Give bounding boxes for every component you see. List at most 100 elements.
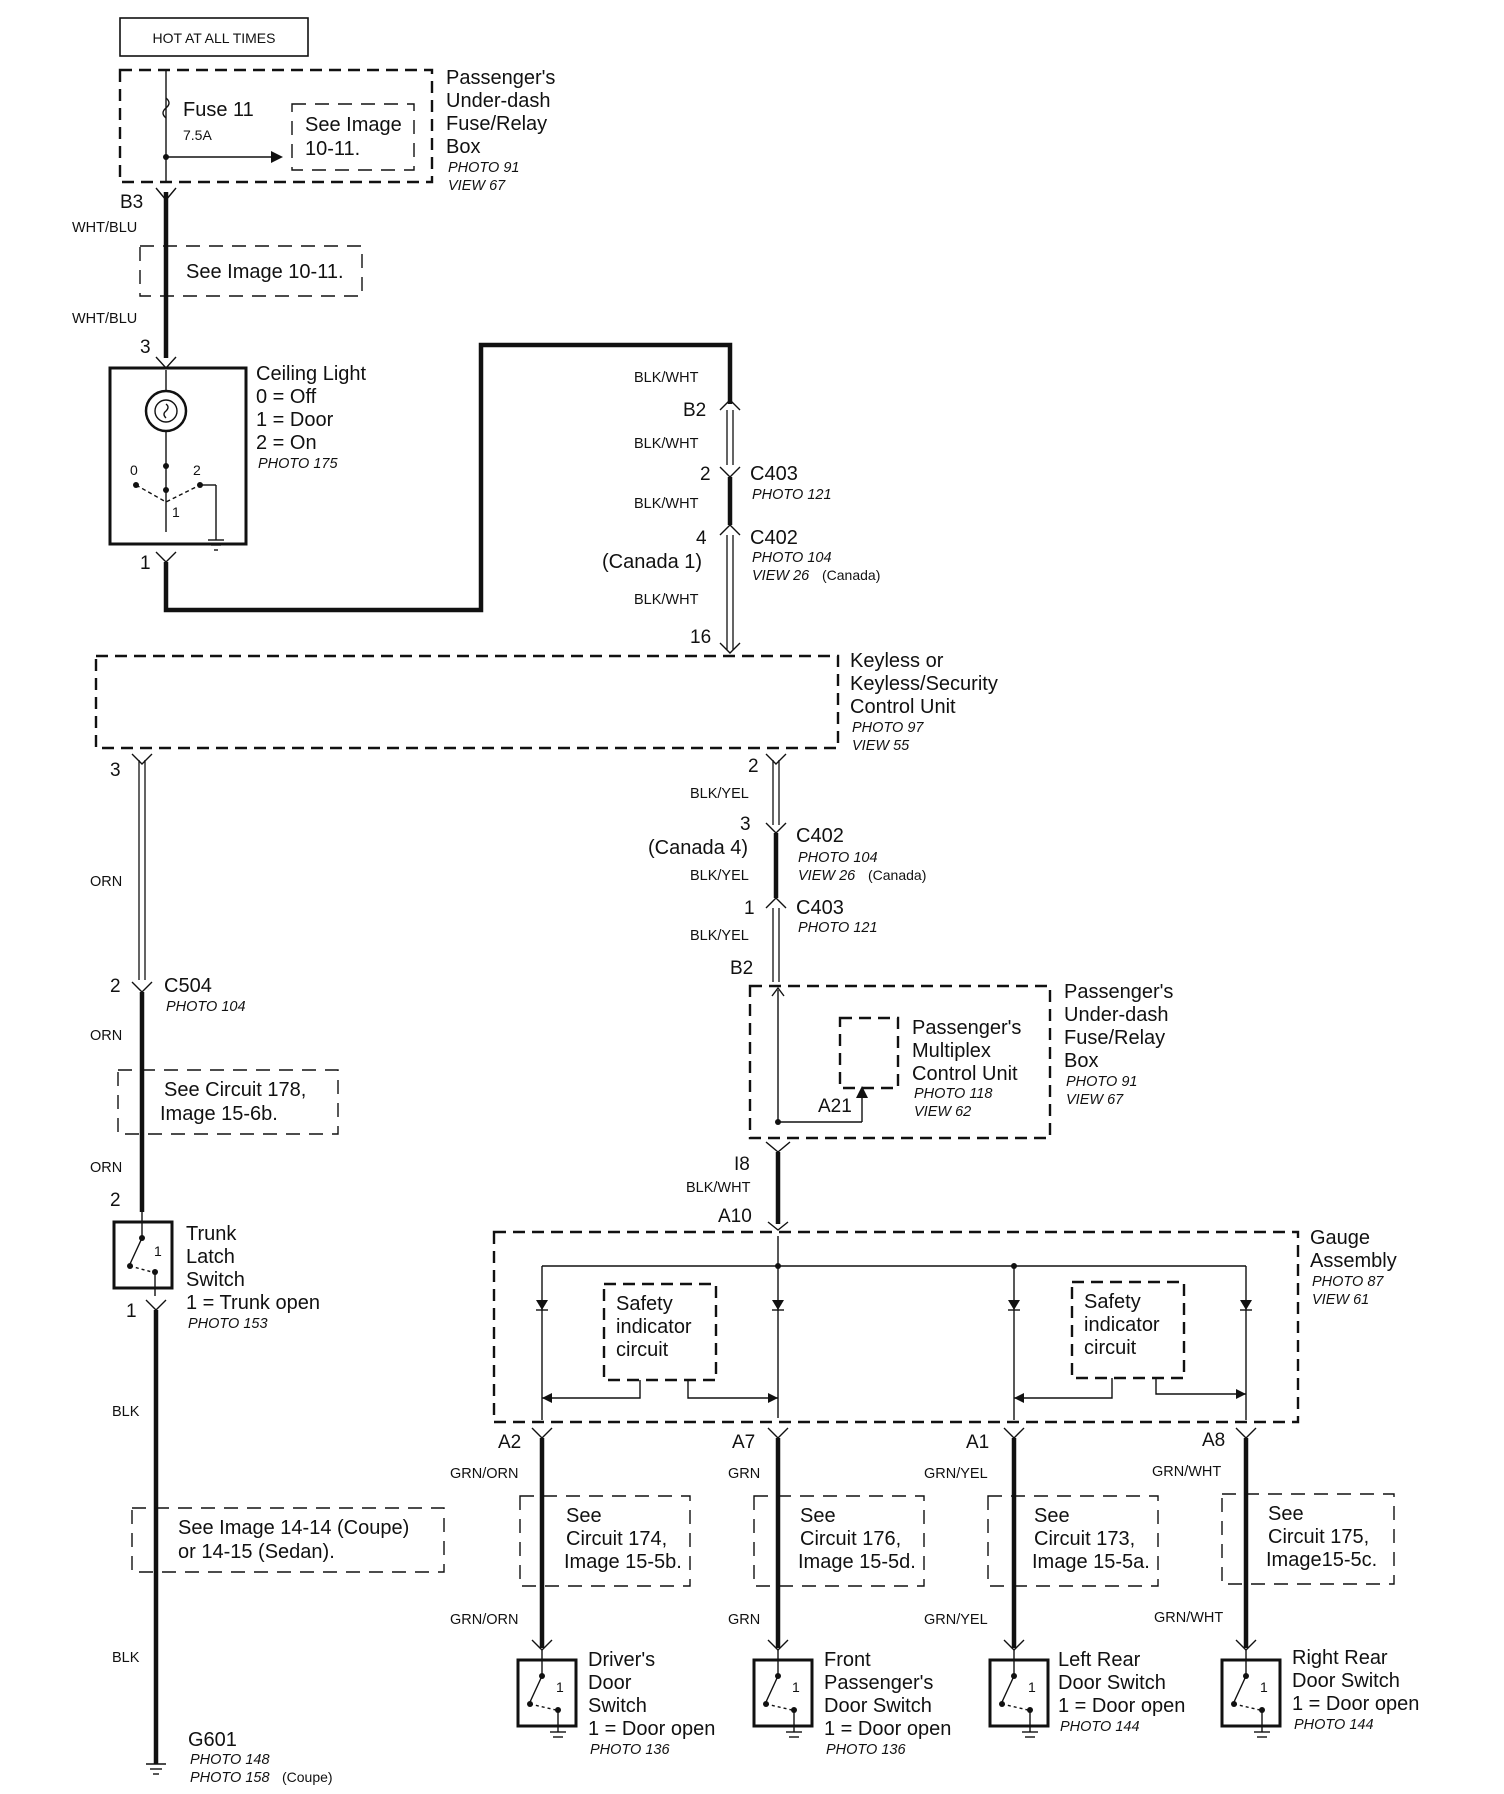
branch-connector (1235, 1427, 1257, 1439)
see-circuit-178-l2: Image 15-6b. (160, 1103, 278, 1125)
sw-arm (529, 1675, 543, 1703)
fb2-l4: Box (1064, 1050, 1098, 1072)
fb2-pin-a10: A10 (718, 1206, 752, 1227)
mid-pin-b2: B2 (730, 958, 753, 979)
trunk-switch-arm (129, 1237, 143, 1265)
safety-right-l1: Safety (1084, 1291, 1141, 1313)
see-circuit-box (753, 1495, 925, 1587)
left-wire-orn: ORN (90, 874, 122, 890)
ceiling-opt0: 0 = Off (256, 386, 317, 408)
gauge-l1: Gauge (1310, 1227, 1370, 1249)
mpx-photo: PHOTO 118 (914, 1086, 992, 1102)
switch-l4: 1 = Door open (588, 1718, 715, 1740)
fuse-relay-box-top (118, 68, 434, 184)
fb2-view: VIEW 67 (1066, 1092, 1124, 1108)
ceiling-sw2: 2 (193, 462, 201, 478)
ceiling-sw0: 0 (130, 462, 138, 478)
switch-l4: 1 = Door open (824, 1718, 951, 1740)
door-switch-box (1220, 1658, 1282, 1728)
mid-pin-3: 3 (740, 814, 751, 835)
fuse-rating: 7.5A (183, 127, 212, 143)
see-l1: See (1268, 1503, 1304, 1525)
ceiling-filament (163, 403, 169, 419)
see-circuit-178-l1: See Circuit 178, (164, 1079, 306, 1101)
mid-c402-view: VIEW 26 (798, 868, 856, 884)
right-wire-3: BLK/WHT (634, 496, 699, 512)
safety-left-l1: Safety (616, 1293, 673, 1315)
left-wire-blk2: BLK (112, 1650, 140, 1666)
g601-photo1: PHOTO 148 (190, 1752, 270, 1768)
fb2-pin-i8: I8 (734, 1154, 750, 1175)
safety-circuit-left-box (602, 1282, 718, 1382)
mid-wire-2: BLK/YEL (690, 868, 749, 884)
safety-left-arrow-a (542, 1393, 552, 1403)
see-l1: See (566, 1505, 602, 1527)
trunk-latch-switch-box (112, 1220, 174, 1290)
branch-pin: A2 (498, 1432, 521, 1453)
trunk-l4: 1 = Trunk open (186, 1292, 320, 1314)
right-pin-4: 4 (696, 528, 707, 549)
mid-c403-photo: PHOTO 121 (798, 920, 878, 936)
trunk-photo: PHOTO 153 (188, 1316, 268, 1332)
left-connector-3 (131, 753, 153, 765)
switch-l3: Switch (588, 1695, 647, 1717)
see-image-14-14-l2: or 14-15 (Sedan). (178, 1541, 335, 1563)
branch-wire-label-2: GRN/ORN (450, 1612, 518, 1628)
left-connector-2 (131, 981, 153, 993)
branch-wire-label: GRN (728, 1466, 760, 1482)
safety-right-arrow-b (1236, 1389, 1246, 1399)
ceiling-opt2: 2 = On (256, 432, 317, 454)
left-wire-blk: BLK (112, 1404, 140, 1420)
fuse-box-label-1: Passenger's (446, 67, 555, 89)
ceiling-connector-top (155, 356, 177, 370)
see-image-14-14-l1: See Image 14-14 (Coupe) (178, 1517, 409, 1539)
fb2-photo: PHOTO 91 (1066, 1074, 1137, 1090)
ceiling-title: Ceiling Light (256, 363, 367, 385)
multiplex-control-unit-box (838, 1016, 900, 1090)
gauge-photo: PHOTO 87 (1312, 1274, 1384, 1290)
safety-right-l3: circuit (1084, 1337, 1137, 1359)
right-pin-16: 16 (690, 627, 711, 648)
fuse-name: Fuse 11 (183, 99, 254, 121)
fuse-relay-box-mid (748, 984, 1052, 1140)
safety-left-arrow-b (768, 1393, 778, 1403)
see-l1: See (800, 1505, 836, 1527)
right-connector-2 (719, 466, 741, 478)
see-l2: Circuit 176, (800, 1528, 901, 1550)
switch-l3: Door Switch (824, 1695, 932, 1717)
keyless-view: VIEW 55 (852, 738, 910, 754)
fuse-box-photo: PHOTO 91 (448, 160, 519, 176)
left-pin-2: 2 (110, 976, 121, 997)
right-connector-4 (719, 524, 741, 536)
keyless-pin-2: 2 (748, 756, 759, 777)
gauge-l2: Assembly (1310, 1250, 1397, 1272)
see-circuit-box (987, 1495, 1159, 1587)
right-canada1: (Canada 1) (602, 551, 702, 573)
switch-photo: PHOTO 144 (1294, 1717, 1374, 1733)
mpx-l1: Passenger's (912, 1017, 1021, 1039)
fuse-box-view: VIEW 67 (448, 178, 506, 194)
sw-arm (765, 1675, 779, 1703)
mpx-l2: Multiplex (912, 1040, 991, 1062)
safety-left-l2: indicator (616, 1316, 692, 1338)
mid-connector-3 (765, 822, 787, 834)
branch-a7: A7 GRN See Circuit 176, Image 15-5d. GRN… (728, 1427, 951, 1758)
sw-dash (765, 1703, 793, 1711)
branch-connector (531, 1427, 553, 1439)
mid-wire-1: BLK/YEL (690, 786, 749, 802)
see-image-10-11-box (139, 245, 363, 297)
switch-l3: 1 = Door open (1292, 1693, 1419, 1715)
branch-a1: A1 GRN/YEL See Circuit 173, Image 15-5a.… (924, 1427, 1185, 1738)
diode-icon-a1 (1008, 1300, 1020, 1310)
see-image-inner-2: 10-11. (305, 138, 360, 160)
fuse-box-label-2: Under-dash (446, 90, 551, 112)
mid-connector-2 (765, 753, 787, 765)
right-c402-canada: (Canada) (822, 567, 880, 583)
switch-photo: PHOTO 136 (826, 1742, 906, 1758)
g601-photo2: PHOTO 158 (190, 1770, 270, 1786)
right-wire-2: BLK/WHT (634, 436, 699, 452)
right-c402-view: VIEW 26 (752, 568, 810, 584)
fb2-pin-a21: A21 (818, 1096, 852, 1117)
right-connector-b2 (719, 399, 741, 411)
